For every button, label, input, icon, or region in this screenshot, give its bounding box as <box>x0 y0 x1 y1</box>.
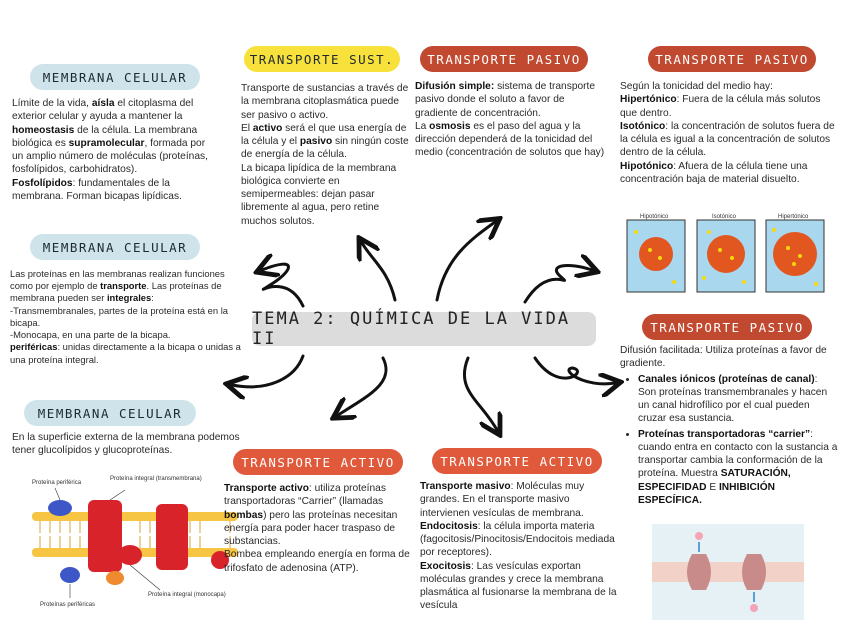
list-item: Proteínas transportadoras “carrier”: cua… <box>638 428 838 508</box>
cell-label-hipertonico: Hipertónico <box>778 214 809 220</box>
section-heading-transporte-activo-1: TRANSPORTE ACTIVO <box>233 449 403 475</box>
membrana-2-text: Las proteínas en las membranas realizan … <box>10 268 241 365</box>
transporte-pasivo-3-text: Difusión facilitada: Utiliza proteínas a… <box>620 344 838 507</box>
fig-label-periferica-top: Proteína periférica <box>32 480 82 486</box>
transporte-activo-1-text: Transporte activo: utiliza proteínas tra… <box>224 483 410 574</box>
curved-arrow-icon <box>362 243 397 302</box>
section-heading-transporte-pasivo-3: TRANSPORTE PASIVO <box>642 314 812 340</box>
section-heading-transporte-sust: TRANSPORTE SUST. <box>244 46 400 72</box>
fig-label-integral-top: Proteína integral (transmembrana) <box>110 476 202 482</box>
transporte-pasivo-1-text: Difusión simple: sistema de transporte p… <box>415 81 605 159</box>
curved-arrow-icon <box>462 356 497 430</box>
section-heading-membrana-3: MEMBRANA CELULAR <box>24 400 196 426</box>
tonicity-cells-diagram: Hipotónico Isotónico Hipertónico <box>626 214 825 293</box>
cell-label-hipotonico: Hipotónico <box>640 214 669 220</box>
cell-label-isotonico: Isotónico <box>712 214 737 220</box>
curved-arrow-icon <box>262 264 305 308</box>
section-heading-transporte-pasivo-2: TRANSPORTE PASIVO <box>648 46 816 72</box>
membrana-3-text: En la superficie externa de la membrana … <box>12 432 240 457</box>
list-item: Canales iónicos (proteínas de canal): So… <box>638 373 838 426</box>
fig-label-perifericas-bottom: Proteínas periféricas <box>40 602 95 608</box>
transporte-sust-text: Transporte de sustancias a través de la … <box>241 83 409 227</box>
page-title: TEMA 2: QUÍMICA DE LA VIDA II <box>252 309 596 349</box>
section-heading-membrana-1: MEMBRANA CELULAR <box>30 64 200 90</box>
membrane-diagram: Proteína periférica Proteína integral (t… <box>32 476 238 608</box>
section-heading-membrana-2: MEMBRANA CELULAR <box>30 234 200 260</box>
curved-arrow-icon <box>523 265 592 304</box>
curved-arrow-icon <box>338 356 388 415</box>
curved-arrow-icon <box>435 222 495 302</box>
section-heading-transporte-pasivo-1: TRANSPORTE PASIVO <box>420 46 588 72</box>
membrana-1-text: Límite de la vida, aísla el citoplasma d… <box>12 98 208 202</box>
transporte-pasivo-2-text: Según la tonicidad del medio hay: Hipert… <box>620 81 835 185</box>
transporte-activo-2-text: Transporte masivo: Moléculas muy grandes… <box>420 481 617 612</box>
section-heading-transporte-activo-2: TRANSPORTE ACTIVO <box>432 448 602 474</box>
channel-protein-diagram <box>652 524 804 620</box>
fig-label-integral-bottom: Proteína integral (monocapa) <box>148 592 226 598</box>
curved-arrow-icon <box>533 356 615 384</box>
